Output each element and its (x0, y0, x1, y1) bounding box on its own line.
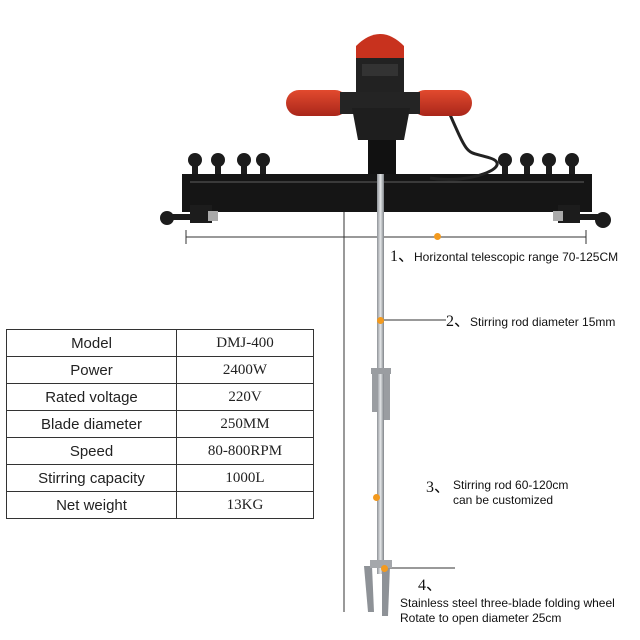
marker-4 (381, 565, 388, 572)
spec-label: Power (6, 356, 177, 384)
spec-value: 80-800RPM (176, 437, 314, 465)
spec-value: DMJ-400 (176, 329, 314, 357)
spec-label: Rated voltage (6, 383, 177, 411)
callout-3: Stirring rod 60-120cm can be customized (453, 478, 568, 508)
marker-3 (373, 494, 380, 501)
callout-1-number: 1、 (390, 248, 415, 265)
spec-value: 1000L (176, 464, 314, 492)
table-row: Rated voltage 220V (6, 383, 314, 411)
callout-1-text: Horizontal telescopic range 70-125CM (414, 250, 619, 264)
callout-4-line-1: Stainless steel three-blade folding whee… (400, 596, 615, 610)
spec-label: Blade diameter (6, 410, 177, 438)
table-row: Stirring capacity 1000L (6, 464, 314, 492)
spec-label: Speed (6, 437, 177, 465)
callout-4-number-wrap: 4、 (418, 578, 442, 594)
callout-3-line-2: can be customized (453, 493, 554, 507)
right-handle (412, 90, 472, 116)
spec-label: Net weight (6, 491, 177, 519)
folding-blades (364, 560, 392, 616)
callout-2: 2、Stirring rod diameter 15mm (446, 314, 615, 330)
callout-4: Stainless steel three-blade folding whee… (400, 596, 615, 626)
spec-label: Stirring capacity (6, 464, 177, 492)
callout-2-number: 2、 (446, 313, 471, 330)
left-handle (286, 90, 348, 116)
spec-value: 2400W (176, 356, 314, 384)
table-row: Model DMJ-400 (6, 329, 314, 357)
callout-1: 1、Horizontal telescopic range 70-125CM (390, 249, 618, 265)
table-row: Blade diameter 250MM (6, 410, 314, 438)
callout-2-text: Stirring rod diameter 15mm (470, 315, 616, 329)
marker-1 (434, 233, 441, 240)
callout-3-number: 3、 (426, 479, 451, 496)
specifications-table: Model DMJ-400 Power 2400W Rated voltage … (6, 329, 314, 519)
callout-4-number: 4、 (418, 577, 443, 594)
spec-label: Model (6, 329, 177, 357)
frame-bar (182, 174, 592, 212)
table-row: Speed 80-800RPM (6, 437, 314, 465)
callout-4-line-2: Rotate to open diameter 25cm (400, 611, 562, 625)
table-row: Net weight 13KG (6, 491, 314, 519)
spec-value: 220V (176, 383, 314, 411)
spec-value: 13KG (176, 491, 314, 519)
blade-mid-clip (371, 368, 391, 420)
callout-3-line-1: Stirring rod 60-120cm (453, 478, 569, 492)
callout-3-number-wrap: 3、 (426, 480, 450, 496)
marker-2 (377, 317, 384, 324)
table-row: Power 2400W (6, 356, 314, 384)
spec-value: 250MM (176, 410, 314, 438)
